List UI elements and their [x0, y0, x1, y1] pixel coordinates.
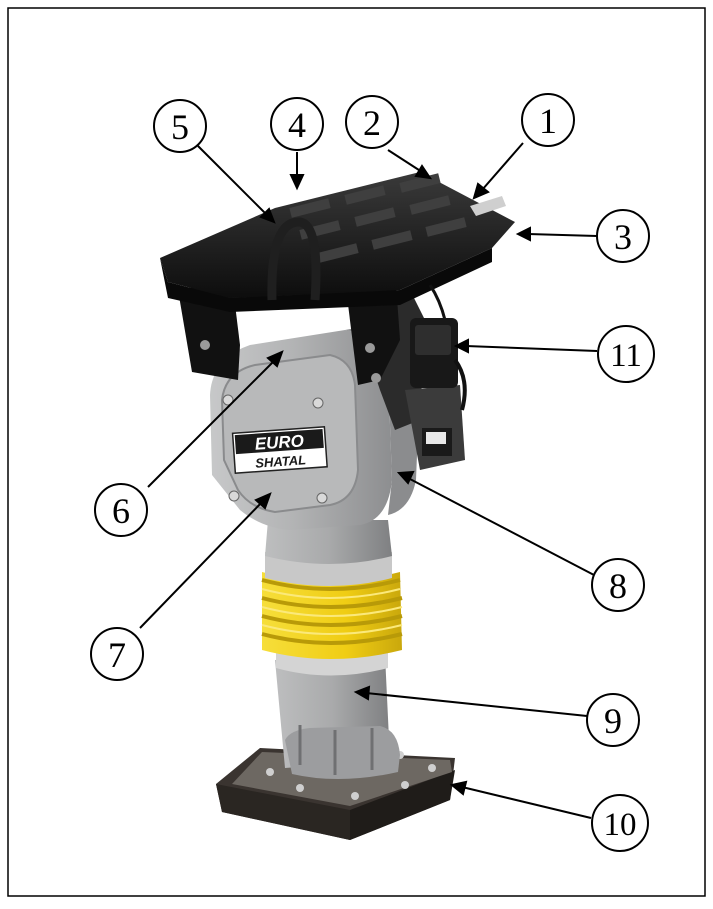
callout-label: 8: [609, 566, 627, 606]
callout-1: 1: [521, 93, 575, 147]
callout-2: 2: [345, 95, 399, 149]
callout-label: 7: [108, 635, 126, 675]
callout-label: 2: [363, 103, 381, 143]
upper-neck: [265, 520, 392, 564]
brand-line-1: EURO: [254, 431, 304, 453]
callout-label: 6: [112, 491, 130, 531]
callout-8: 8: [591, 558, 645, 612]
side-control-box: [410, 318, 467, 411]
callout-4: 4: [270, 97, 324, 151]
callout-7: 7: [90, 627, 144, 681]
callout-label: 9: [604, 701, 622, 741]
callout-markers: 1 2 3 4 5 6 7 8: [90, 93, 655, 852]
callout-label: 10: [604, 807, 637, 843]
callout-label: 3: [614, 217, 632, 257]
callout-9: 9: [586, 693, 640, 747]
callout-10: 10: [591, 794, 649, 852]
callout-label: 11: [610, 338, 642, 374]
brand-line-2: SHATAL: [255, 452, 307, 471]
callout-6: 6: [94, 483, 148, 537]
control-cable: [428, 284, 447, 321]
handle-frame: [160, 172, 515, 385]
callout-label: 4: [288, 105, 306, 145]
leader-lines: [139, 142, 598, 819]
callout-5: 5: [153, 99, 207, 153]
callout-label: 1: [539, 101, 557, 141]
callout-11: 11: [597, 325, 655, 383]
callout-3: 3: [596, 209, 650, 263]
lower-leg: [275, 655, 400, 780]
bellows: [261, 572, 403, 659]
callout-label: 5: [171, 107, 189, 147]
rammer-illustration: EURO SHATAL: [160, 172, 515, 840]
brand-logo: EURO SHATAL: [231, 426, 328, 474]
